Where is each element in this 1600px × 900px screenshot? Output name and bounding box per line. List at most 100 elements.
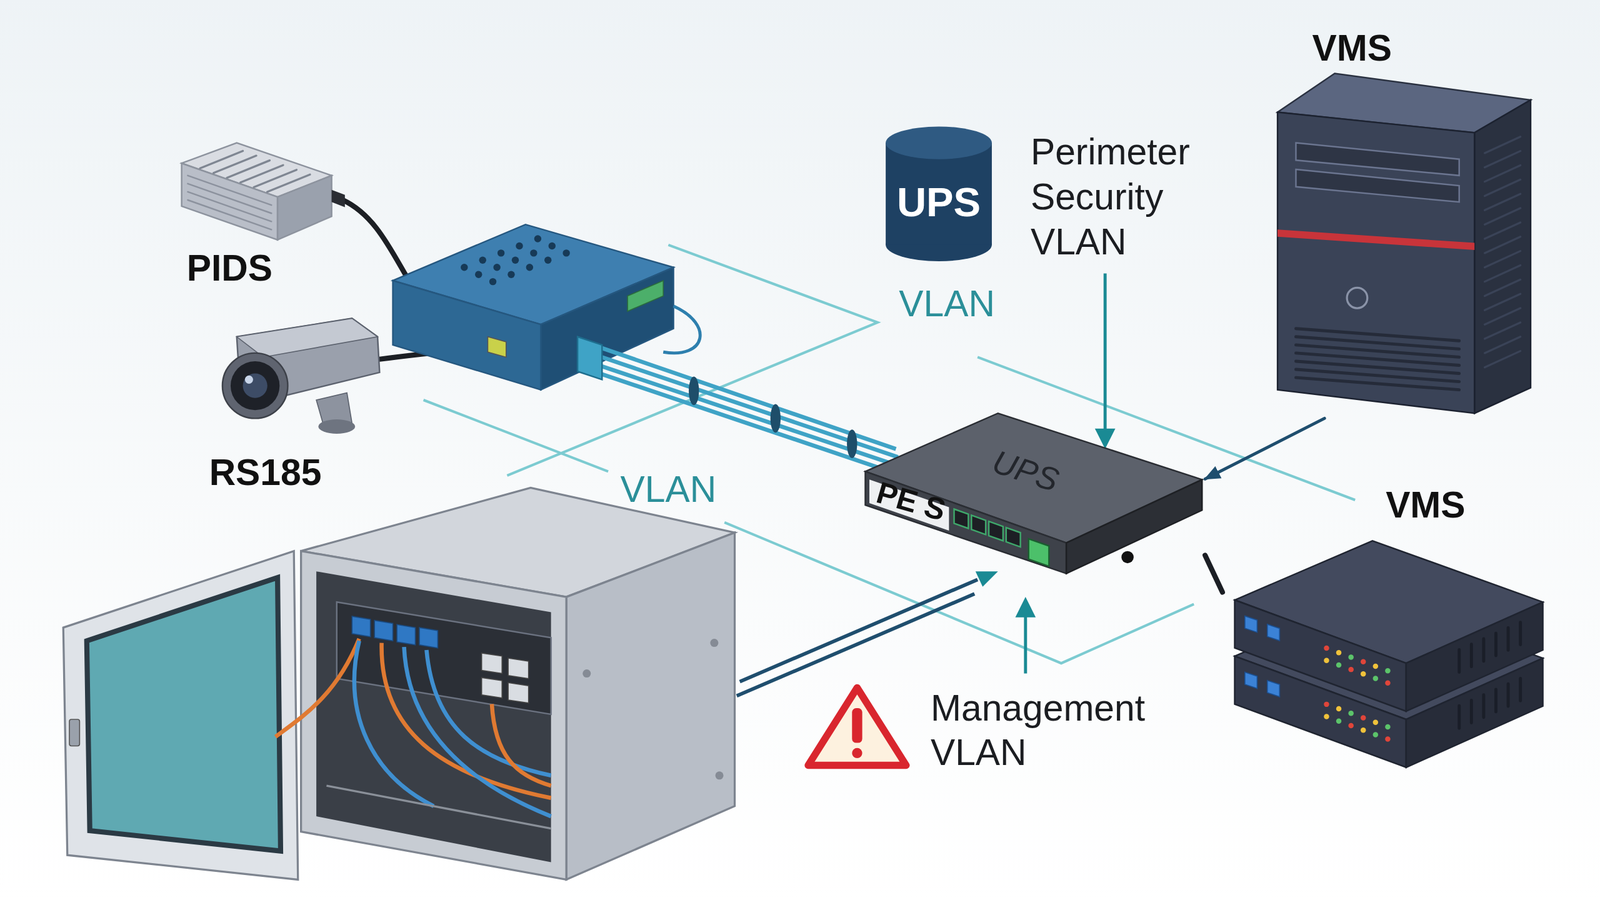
vent-holes xyxy=(460,235,570,285)
cable-tie xyxy=(846,429,857,459)
terminal-block xyxy=(627,280,664,312)
warning-triangle xyxy=(808,687,907,765)
vent-slot xyxy=(1494,633,1498,656)
status-led xyxy=(1348,654,1354,660)
lens-ring xyxy=(222,353,288,419)
vent-slot xyxy=(1518,678,1522,701)
drive-bay xyxy=(1295,169,1459,202)
switch-port xyxy=(396,624,415,645)
door-window xyxy=(86,577,281,852)
cooling-fin xyxy=(240,165,284,183)
status-led xyxy=(1336,706,1342,712)
side-vent xyxy=(1485,179,1521,196)
side-vent xyxy=(1485,279,1521,296)
side-vent xyxy=(1485,322,1521,339)
status-led xyxy=(1323,713,1329,719)
side-vent xyxy=(1485,151,1521,168)
cable-tie xyxy=(688,376,699,405)
exclamation-dot xyxy=(851,748,862,759)
uplink-lines xyxy=(736,571,999,696)
cooling-fin xyxy=(267,174,310,192)
vent-hole xyxy=(544,256,552,264)
ups-cylinder-art xyxy=(885,126,992,262)
switch-port xyxy=(351,616,370,637)
front-groove xyxy=(187,200,272,230)
unit-side xyxy=(1406,601,1544,712)
front-groove xyxy=(187,175,272,205)
vent-hole xyxy=(489,278,497,285)
sensor-front xyxy=(181,163,278,240)
status-led xyxy=(1373,675,1379,681)
server-tower-art xyxy=(1277,73,1531,414)
uplink-line xyxy=(740,579,978,682)
rj45-port xyxy=(481,653,503,674)
status-led xyxy=(1348,710,1354,716)
patch-cable xyxy=(663,306,700,354)
network-switch-art xyxy=(865,413,1202,574)
cable-tie xyxy=(770,404,781,434)
status-led xyxy=(1323,657,1329,663)
rj45-port xyxy=(508,682,529,704)
vlan-zone-line xyxy=(423,400,609,472)
vent-hole xyxy=(526,263,534,271)
bundle-cable xyxy=(593,371,902,476)
vent-hole xyxy=(511,256,519,264)
server-stack-shape xyxy=(1222,481,1547,773)
vlan-callout: Perimeter Security VLAN xyxy=(1030,129,1225,265)
vent-slot xyxy=(1506,683,1510,707)
vent-slot xyxy=(1481,638,1485,662)
tower-side xyxy=(1474,100,1531,414)
switch-port xyxy=(419,627,438,649)
arrow-head xyxy=(975,571,999,587)
vent-slot xyxy=(1470,700,1474,724)
camera-art xyxy=(222,318,380,434)
enclosure-side xyxy=(566,532,735,880)
pids-cable xyxy=(343,200,414,288)
din-rail xyxy=(326,785,551,829)
exclamation-bar xyxy=(851,708,862,744)
lens-barrel xyxy=(230,361,280,410)
screw xyxy=(582,669,591,678)
status-led xyxy=(1336,650,1342,655)
vent-hole xyxy=(534,235,542,242)
server-tower-shape xyxy=(1270,22,1542,419)
device-label: RS185 xyxy=(209,452,322,494)
accent-stripe xyxy=(1277,229,1475,250)
side-vent xyxy=(1485,136,1521,154)
vent-hole xyxy=(493,263,500,271)
drive-bay xyxy=(1295,143,1459,176)
power-cable xyxy=(1205,555,1223,592)
interior-wiring xyxy=(275,638,552,829)
cable-bundle xyxy=(577,336,902,476)
sfp-port xyxy=(1028,538,1050,567)
usb-port xyxy=(1267,624,1280,641)
lens-glass xyxy=(243,373,268,399)
side-vent xyxy=(1485,265,1521,282)
vlan-callout: Management VLAN xyxy=(930,685,1186,776)
status-led xyxy=(1385,736,1390,742)
rj45-port xyxy=(954,509,969,529)
wire xyxy=(426,650,551,776)
status-led xyxy=(1360,659,1366,665)
side-vent xyxy=(1485,236,1521,254)
vent-hole xyxy=(530,249,537,257)
status-led xyxy=(1360,671,1366,677)
status-led xyxy=(1323,645,1329,651)
vent-hole xyxy=(562,249,570,257)
cooling-fin xyxy=(253,170,297,188)
vent-slot xyxy=(1494,689,1498,712)
leader-line xyxy=(1023,612,1027,674)
ups-logo: UPS xyxy=(896,179,981,225)
switch-side xyxy=(1066,479,1202,574)
data-arrow xyxy=(1205,418,1325,479)
vent-slot xyxy=(1506,627,1510,650)
usb-port xyxy=(1267,680,1280,697)
wire xyxy=(354,640,434,806)
cable-plug xyxy=(577,336,602,380)
vent-slot xyxy=(1470,644,1474,667)
uplink-line xyxy=(736,593,975,696)
side-vent xyxy=(1485,165,1521,182)
switch-port xyxy=(374,620,393,642)
mount-base xyxy=(318,419,355,434)
